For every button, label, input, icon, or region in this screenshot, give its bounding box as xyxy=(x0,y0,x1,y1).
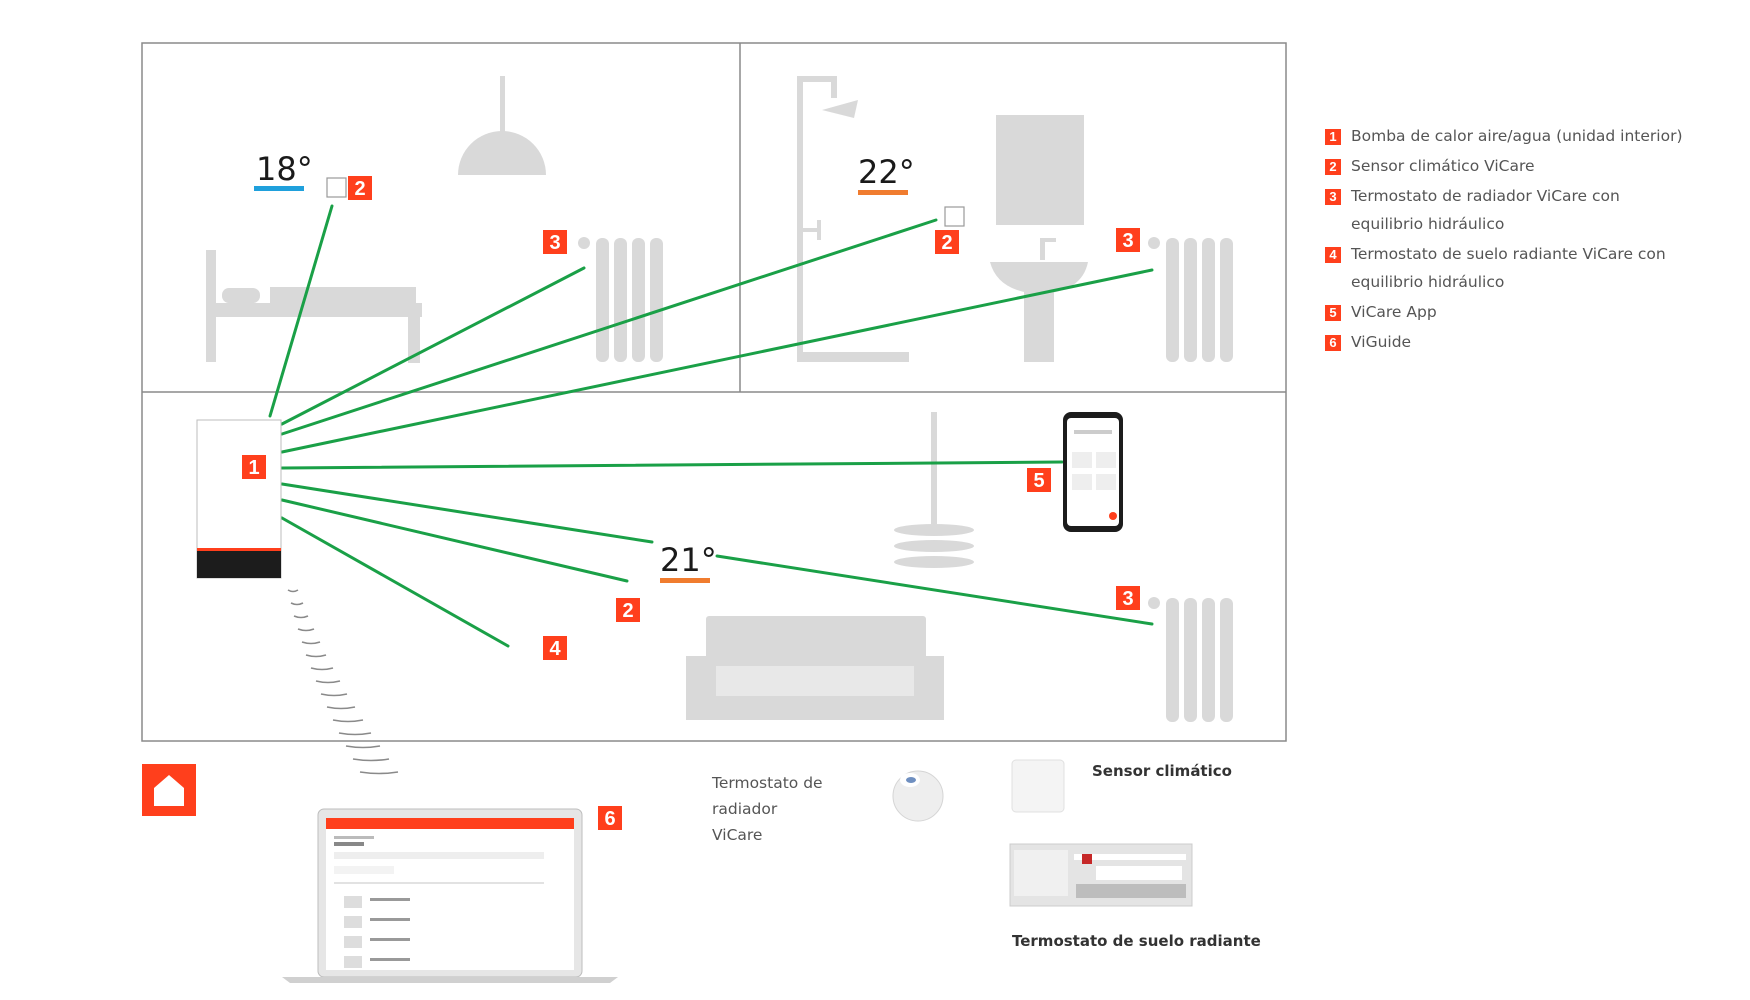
shower-icon xyxy=(797,76,909,362)
smartphone-icon xyxy=(1063,412,1123,532)
bedroom-lamp-icon xyxy=(458,76,546,175)
mirror-icon xyxy=(996,115,1084,225)
legend-label: Termostato de radiador ViCare con equili… xyxy=(1351,187,1620,233)
svg-text:1: 1 xyxy=(248,457,259,479)
legend-badge: 2 xyxy=(1325,159,1341,175)
legend-badge: 4 xyxy=(1325,247,1341,263)
floor-thermostat-label: Termostato de suelo radiante xyxy=(1012,932,1261,950)
climate-sensor-product xyxy=(1011,759,1065,813)
svg-text:5: 5 xyxy=(1033,470,1044,492)
bathroom-sensor-badge: 2 xyxy=(935,230,959,254)
floor-thermostat-product xyxy=(1009,843,1193,907)
legend-badge: 5 xyxy=(1325,305,1341,321)
legend-item: 3 Termostato de radiador ViCare con equi… xyxy=(1325,186,1745,238)
legend-label: ViGuide xyxy=(1351,333,1412,351)
svg-text:6: 6 xyxy=(604,808,615,830)
legend-badge: 6 xyxy=(1325,335,1341,351)
bedroom-temperature: 18° xyxy=(254,150,313,191)
legend: 1 Bomba de calor aire/agua (unidad inter… xyxy=(1325,126,1745,362)
bedroom-sensor-badge: 2 xyxy=(348,176,372,200)
heat-pump-badge: 1 xyxy=(242,455,266,479)
legend-badge: 3 xyxy=(1325,189,1341,205)
bathroom-temperature: 22° xyxy=(858,153,915,195)
connection-lines xyxy=(268,204,1154,648)
living-radiator-icon xyxy=(1148,597,1233,722)
svg-text:4: 4 xyxy=(549,638,561,660)
bedroom-radiator-badge: 3 xyxy=(543,230,567,254)
wireless-signal-icon xyxy=(287,589,399,775)
sink-icon xyxy=(990,238,1088,362)
bedroom-radiator-icon xyxy=(578,237,663,362)
svg-text:21°: 21° xyxy=(660,541,717,579)
legend-item: 4 Termostato de suelo radiante ViCare co… xyxy=(1325,244,1745,296)
sofa-icon xyxy=(686,616,944,720)
legend-label: Sensor climático ViCare xyxy=(1351,157,1535,175)
living-sensor-badge: 2 xyxy=(616,598,640,622)
svg-text:2: 2 xyxy=(622,600,633,622)
svg-text:3: 3 xyxy=(549,232,560,254)
radiator-thermostat-label: Termostato de radiador ViCare xyxy=(712,774,823,844)
floor-lamp-icon xyxy=(894,412,974,568)
svg-text:22°: 22° xyxy=(858,153,915,191)
viguide-badge: 6 xyxy=(598,806,622,830)
living-temperature: 21° xyxy=(660,541,717,583)
living-radiator-badge: 3 xyxy=(1116,586,1140,610)
heat-pump-unit xyxy=(196,419,282,579)
legend-item: 5 ViCare App xyxy=(1325,302,1745,326)
bed-icon xyxy=(206,250,422,363)
svg-text:3: 3 xyxy=(1122,588,1133,610)
svg-text:3: 3 xyxy=(1122,230,1133,252)
svg-text:2: 2 xyxy=(354,178,365,200)
legend-label: Bomba de calor aire/agua (unidad interio… xyxy=(1351,127,1683,145)
legend-label: Termostato de suelo radiante ViCare con … xyxy=(1351,245,1666,291)
house-outline xyxy=(141,42,1287,742)
bathroom-sensor-icon xyxy=(944,206,965,227)
home-logo-icon xyxy=(142,764,196,816)
bedroom-sensor-icon xyxy=(326,177,347,198)
svg-text:18°: 18° xyxy=(256,150,313,188)
radiator-thermostat-product xyxy=(892,770,944,822)
legend-badge: 1 xyxy=(1325,129,1341,145)
bathroom-radiator-icon xyxy=(1148,237,1233,362)
legend-item: 1 Bomba de calor aire/agua (unidad inter… xyxy=(1325,126,1745,150)
legend-label: ViCare App xyxy=(1351,303,1437,321)
app-badge: 5 xyxy=(1027,468,1051,492)
legend-item: 6 ViGuide xyxy=(1325,332,1745,356)
svg-text:2: 2 xyxy=(941,232,952,254)
floor-thermostat-badge: 4 xyxy=(543,636,567,660)
climate-sensor-label: Sensor climático xyxy=(1092,762,1232,780)
laptop-icon xyxy=(282,808,618,983)
legend-item: 2 Sensor climático ViCare xyxy=(1325,156,1745,180)
bathroom-radiator-badge: 3 xyxy=(1116,228,1140,252)
